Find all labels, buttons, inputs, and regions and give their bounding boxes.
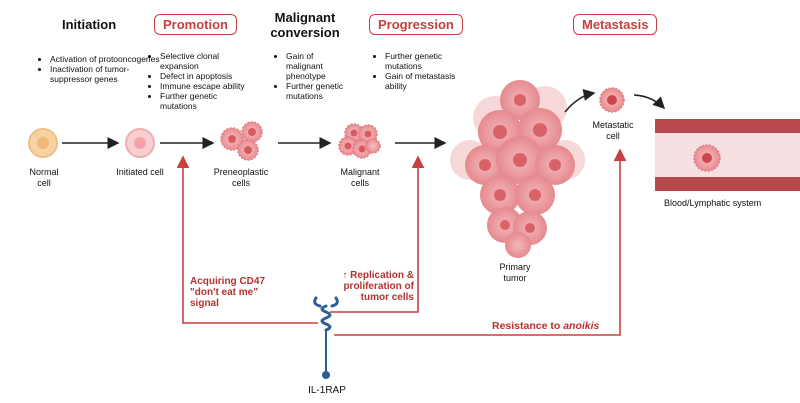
bullet: Further genetic mutations [160, 91, 250, 111]
arrow-metastatic-to-vessel [633, 94, 666, 110]
label-metastatic-cell: Metastatic cell [592, 120, 634, 141]
malignant-conversion-bullets: Gain of malignant phenotype Further gene… [274, 51, 352, 101]
stage-progression: Progression [369, 14, 463, 35]
initiated-cell-icon [125, 128, 155, 158]
promotion-bullets: Selective clonal expansion Defect in apo… [148, 51, 250, 111]
bullet: Further genetic mutations [385, 51, 473, 71]
stage-metastasis: Metastasis [573, 14, 658, 35]
label-normal-cell: Normal cell [29, 167, 59, 188]
metastatic-cell-icon [599, 87, 625, 113]
effect-anoikis-term: anoikis [563, 320, 600, 332]
arrow-tumor-to-metastatic [564, 89, 596, 113]
preneoplastic-cells-icon [220, 121, 263, 161]
normal-cell-icon [28, 128, 58, 158]
effect-cd47: Acquiring CD47 "don't eat me" signal [190, 276, 266, 309]
effect-anoikis: Resistance to anoikis [492, 321, 599, 332]
malignant-cells-icon [338, 123, 381, 159]
progression-bullets: Further genetic mutations Gain of metast… [373, 51, 473, 91]
bullet: Immune escape ability [160, 81, 250, 91]
stage-malignant-conversion: Malignant conversion [270, 10, 340, 40]
effect-anoikis-prefix: Resistance to [492, 320, 561, 332]
initiation-bullets: Activation of protooncogenes Inactivatio… [38, 54, 162, 84]
blood-vessel-icon [655, 119, 800, 191]
label-malignant-cells: Malignant cells [340, 167, 380, 188]
bullet: Activation of protooncogenes [50, 54, 162, 64]
bullet: Gain of metastasis ability [385, 71, 473, 91]
bullet: Further genetic mutations [286, 81, 352, 101]
label-initiated-cell: Initiated cell [116, 167, 164, 177]
label-preneoplastic-cells: Preneoplastic cells [213, 167, 269, 188]
effect-replication: ↑ Replication & proliferation of tumor c… [342, 270, 414, 303]
label-primary-tumor: Primary tumor [499, 262, 531, 283]
label-blood-lymphatic: Blood/Lymphatic system [664, 198, 762, 208]
bullet: Inactivation of tumor-suppressor genes [50, 64, 162, 84]
bullet: Gain of malignant phenotype [286, 51, 352, 81]
bullet: Defect in apoptosis [160, 71, 250, 81]
bullet: Selective clonal expansion [160, 51, 250, 71]
il1rap-receptor-icon [313, 296, 339, 379]
il1rap-pathways [176, 148, 627, 336]
label-il1rap: IL-1RAP [308, 385, 346, 396]
stage-initiation: Initiation [62, 17, 117, 32]
primary-tumor-icon [450, 80, 585, 258]
stage-promotion: Promotion [154, 14, 237, 35]
